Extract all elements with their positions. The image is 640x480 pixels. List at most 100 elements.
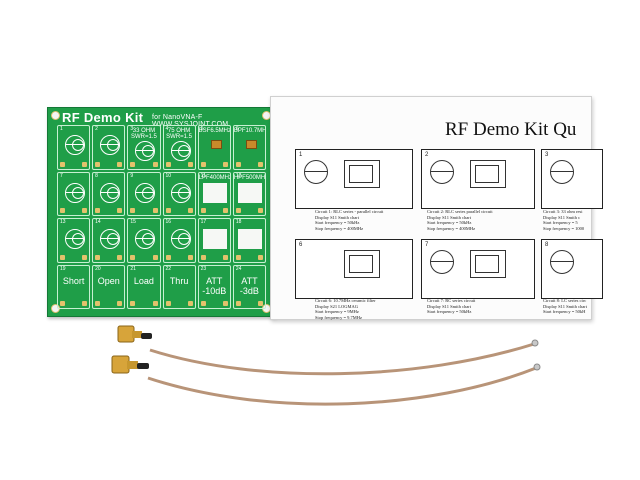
solder-pad	[117, 208, 123, 213]
smith-chart-icon	[170, 141, 191, 161]
solder-pad	[235, 161, 241, 167]
circuit-label: HPF500MHz	[233, 174, 266, 181]
circuit-number: 14	[95, 219, 101, 225]
nanovna-icon	[344, 250, 380, 278]
sma-connector-icon	[111, 355, 130, 374]
circuit-number: 23	[200, 265, 207, 272]
solder-pad	[165, 254, 171, 260]
filter-component	[245, 140, 257, 149]
circuit-label: BPF10.7MHz	[233, 128, 266, 134]
panel-caption: Circuit 8: LC series circ Display S11 Sm…	[543, 298, 587, 314]
solder-pad	[235, 208, 241, 213]
circuit-cell: 7	[57, 171, 91, 216]
solder-pad	[117, 161, 123, 167]
quick-guide-sheet: RF Demo Kit Qu 1 Circuit 1: RLC series -…	[270, 96, 603, 320]
solder-pad	[187, 301, 193, 306]
circuit-number: 19	[60, 265, 66, 272]
circuit-number: 8	[95, 172, 98, 179]
solder-pad	[60, 208, 65, 213]
solder-pad	[130, 254, 136, 260]
circuit-number: 9	[130, 172, 134, 179]
nanovna-icon	[470, 160, 506, 188]
guide-panel: 3	[541, 149, 603, 209]
nanovna-icon	[344, 160, 380, 188]
circuit-cell: 17	[197, 218, 231, 263]
circuit-label: 75 OHM SWR=1.5	[166, 128, 192, 140]
circuit-label: ATT -3dB	[239, 275, 259, 296]
guide-panel: 2	[421, 149, 535, 209]
circuit-cell: 16	[162, 218, 196, 263]
circuit-label: 33 OHM SWR=1.5	[130, 128, 157, 140]
circuit-number: 1	[60, 126, 63, 132]
solder-pad	[165, 208, 171, 213]
response-plot	[237, 229, 262, 249]
guide-panel: 8	[541, 239, 603, 299]
circuit-cell: 2	[92, 125, 126, 170]
circuit-number: 2	[95, 126, 98, 132]
circuit-cell: 13	[57, 218, 91, 263]
sma-cable	[117, 325, 539, 376]
solder-pad	[60, 254, 65, 260]
guide-panel: 7	[421, 239, 535, 299]
smith-chart-icon	[550, 250, 574, 274]
panel-number: 3	[545, 152, 549, 158]
circuit-label: BSF6.5MHz	[198, 128, 231, 134]
circuit-number: 3	[130, 126, 134, 132]
smith-chart-icon	[170, 182, 191, 203]
smith-chart-icon	[65, 229, 85, 249]
response-plot	[237, 182, 262, 203]
smith-chart-icon	[65, 182, 85, 203]
solder-pad	[95, 208, 101, 213]
solder-pad	[165, 161, 171, 167]
solder-pad	[258, 301, 263, 306]
circuit-number: 10	[165, 172, 172, 179]
solder-pad	[117, 301, 123, 306]
circuit-label: Thru	[169, 275, 189, 286]
smith-chart-icon	[170, 229, 191, 249]
solder-pad	[200, 208, 206, 213]
solder-pad	[258, 161, 263, 167]
rf-demo-kit-board: RF Demo Kit for NanoVNA-F WWW.SYSJOINT.C…	[47, 107, 275, 317]
circuit-label: Open	[97, 275, 120, 286]
smith-chart-icon	[550, 160, 574, 184]
solder-pad	[152, 161, 158, 167]
sma-cable	[111, 355, 541, 406]
circuit-cell: 15	[127, 218, 161, 263]
circuit-number: 24	[235, 265, 242, 272]
solder-pad	[95, 254, 101, 260]
panel-number: 6	[299, 242, 303, 248]
filter-component	[210, 140, 222, 149]
circuit-number: 21	[130, 265, 136, 272]
circuit-number: 17	[200, 219, 207, 225]
circuit-cell: 14	[92, 218, 126, 263]
guide-panel: 1	[295, 149, 413, 209]
smith-chart-icon	[135, 141, 156, 161]
solder-pad	[152, 254, 158, 260]
panel-caption: Circuit 6: 10.7MHz ceramic filter Displa…	[315, 298, 376, 320]
solder-pad	[95, 301, 101, 306]
solder-pad	[95, 161, 101, 167]
solder-pad	[222, 208, 228, 213]
solder-pad	[165, 301, 171, 306]
solder-pad	[222, 161, 228, 167]
solder-pad	[222, 301, 228, 306]
solder-pad	[82, 301, 88, 306]
panel-caption: Circuit 2: RLC series parallel circuit D…	[427, 209, 493, 231]
panel-number: 1	[299, 152, 303, 158]
panel-number: 8	[545, 242, 549, 248]
solder-pad	[235, 254, 241, 260]
smith-chart-icon	[304, 160, 328, 184]
panel-caption: Circuit 1: RLC series - parallel circuit…	[315, 209, 384, 231]
smith-chart-icon	[430, 160, 454, 184]
circuit-cell: 18	[232, 218, 266, 263]
solder-pad	[200, 301, 206, 306]
